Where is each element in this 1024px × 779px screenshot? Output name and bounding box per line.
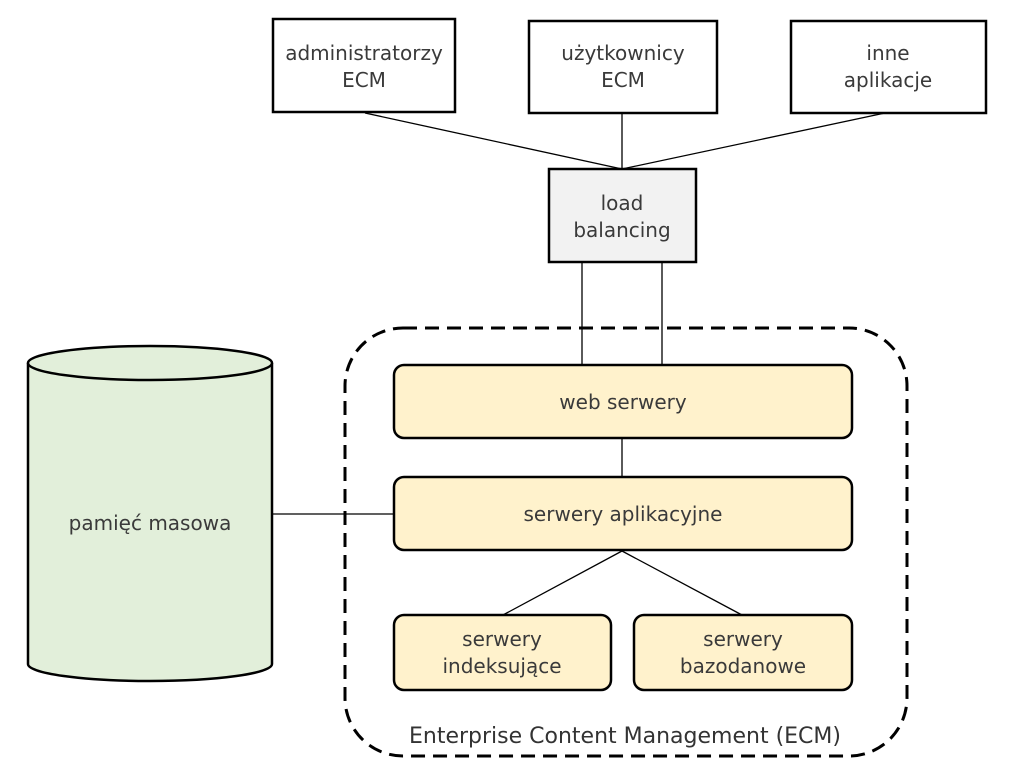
ecm-group-label: Enterprise Content Management (ECM) [409,724,841,749]
edge-app-index [502,550,623,616]
node-mass-storage: pamięć masowa [26,344,274,683]
node-other-apps-line1: inne [866,41,909,65]
storage-cylinder-body [26,363,274,683]
node-storage-label: pamięć masowa [69,511,232,535]
node-lb-line2: balancing [573,218,670,242]
node-users-line1: użytkownicy [561,41,685,65]
connectors [272,112,886,616]
node-admins: administratorzy ECM [271,17,457,114]
node-users: użytkownicy ECM [527,19,719,115]
node-app-servers: serwery aplikacyjne [392,475,854,552]
node-other-apps-line2: aplikacje [844,68,932,92]
node-db-servers-line2: bazodanowe [680,654,806,678]
node-db-servers-line1: serwery [703,627,783,651]
edge-app-db [621,550,743,616]
edge-other-lb [621,112,886,170]
node-load-balancing: load balancing [547,167,698,264]
node-index-servers: serwery indeksujące [392,613,613,692]
ecm-group-boundary [343,326,909,758]
node-admins-line1: administratorzy [285,41,443,65]
node-web-servers: web serwery [392,363,854,440]
node-db-servers: serwery bazodanowe [632,613,854,692]
node-index-servers-line1: serwery [462,627,542,651]
node-lb-line1: load [601,191,644,215]
node-other-apps: inne aplikacje [789,19,988,115]
node-app-servers-label: serwery aplikacyjne [524,502,723,526]
storage-cylinder-top [26,344,274,382]
node-web-servers-label: web serwery [559,390,687,414]
node-admins-line2: ECM [342,68,386,92]
node-index-servers-line2: indeksujące [442,654,561,678]
edge-admins-lb [364,112,623,170]
node-users-line2: ECM [601,68,645,92]
